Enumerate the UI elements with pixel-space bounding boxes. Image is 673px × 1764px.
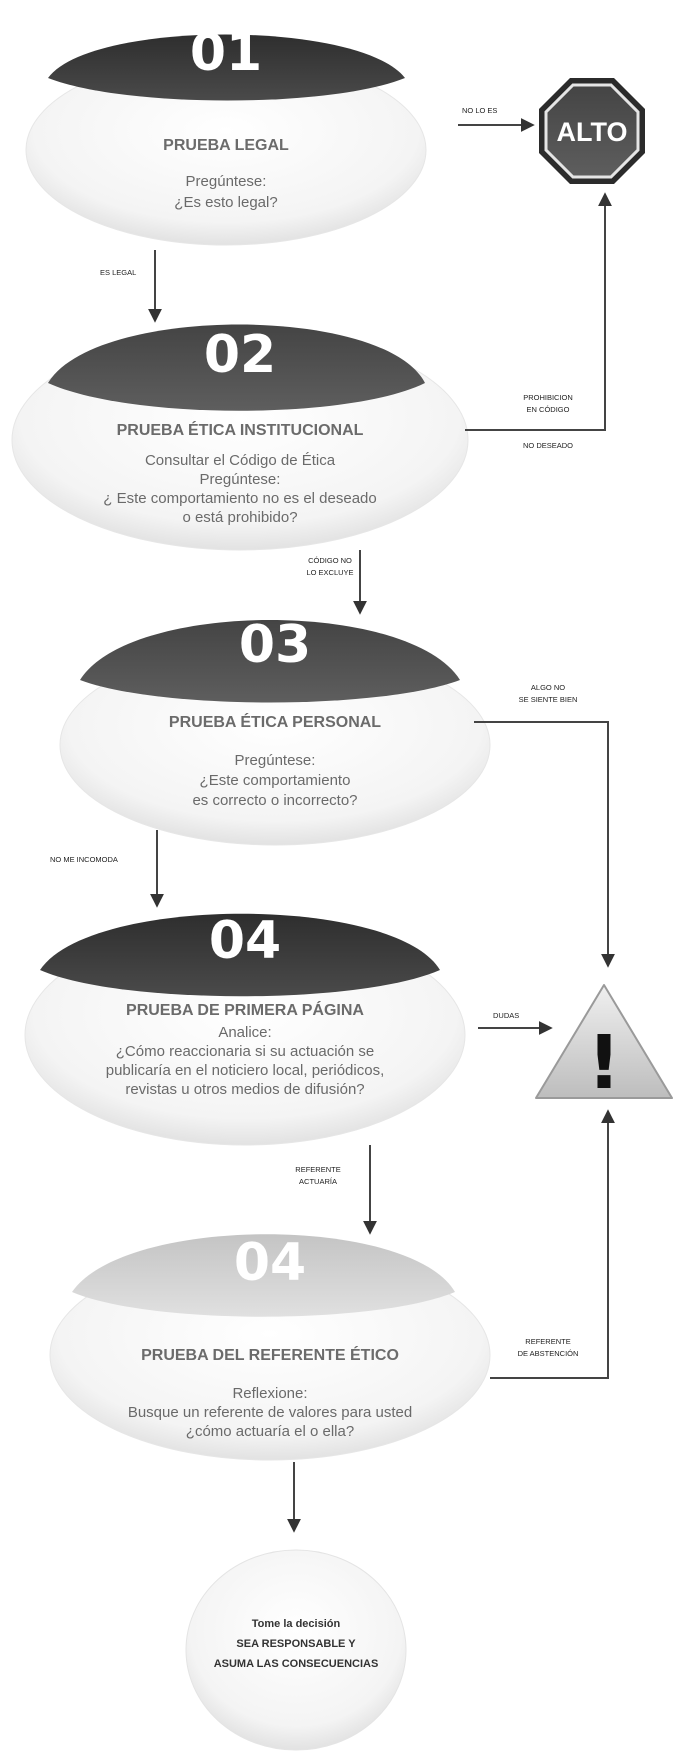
label-no-deseado: NO DESEADO [523,441,573,450]
label-referente-de-abstencion: REFERENTE [525,1337,570,1346]
step-4-title: PRUEBA DE PRIMERA PÁGINA [126,1000,364,1019]
step-2-node: 02 PRUEBA ÉTICA INSTITUCIONAL Consultar … [11,324,469,551]
step-3-cap [80,620,460,703]
label-referente-de-abstencion: DE ABSTENCIÓN [518,1349,579,1358]
arrow-referente-de-abstencion [490,1109,615,1379]
step-1-line: ¿Es esto legal? [174,194,277,211]
step-2-number: 02 [204,325,276,385]
label-prohibicion: PROHIBICION [523,393,573,402]
step-4-line: publicaría en el noticiero local, periód… [106,1062,385,1079]
arrow-prohibicion [465,192,612,431]
warning-sign-icon: ! [535,984,673,1106]
step-2-line: Pregúntese: [200,471,281,488]
label-codigo-no-lo-excluye: LO EXCLUYE [306,568,353,577]
label-algo-no-se-siente-bien: SE SIENTE BIEN [519,695,578,704]
label-codigo-no-lo-excluye: CÓDIGO NO [308,556,352,565]
warning-exclamation: ! [587,1020,621,1106]
final-decision-node: Tome la decisión SEA RESPONSABLE Y ASUMA… [185,1549,407,1751]
step-5-cap [72,1234,455,1317]
step-3-node: 03 PRUEBA ÉTICA PERSONAL Pregúntese: ¿Es… [59,615,491,846]
step-5-line: Busque un referente de valores para uste… [128,1404,412,1421]
step-4-number: 04 [209,911,281,971]
step-5-number: 04 [234,1233,306,1293]
step-5-line: ¿cómo actuaría el o ella? [186,1423,354,1440]
step-4-line: Analice: [218,1024,271,1041]
label-referente-actuaria: REFERENTE [295,1165,340,1174]
step-5-title: PRUEBA DEL REFERENTE ÉTICO [141,1345,399,1364]
step-2-line: Consultar el Código de Ética [145,452,336,469]
step-3-number: 03 [239,615,311,675]
step-1-node: 01 PRUEBA LEGAL Pregúntese: ¿Es esto leg… [25,23,427,246]
final-line: SEA RESPONSABLE Y [236,1638,356,1650]
label-algo-no-se-siente-bien: ALGO NO [531,683,565,692]
step-3-line: Pregúntese: [235,752,316,769]
arrow-algo-no-se-siente-bien [474,721,615,968]
step-1-line: Pregúntese: [186,173,267,190]
step-1-cap [48,34,405,101]
step-2-line: o está prohibido? [182,509,297,526]
step-5-node: 04 PRUEBA DEL REFERENTE ÉTICO Reflexione… [49,1233,491,1461]
label-no-me-incomoda: NO ME INCOMODA [50,855,118,864]
step-4-line: revistas u otros medios de difusión? [125,1081,364,1098]
final-line: ASUMA LAS CONSECUENCIAS [214,1658,379,1670]
step-2-cap [48,324,425,411]
step-1-number: 01 [190,23,262,83]
step-4-node: 04 PRUEBA DE PRIMERA PÁGINA Analice: ¿Có… [24,911,466,1146]
stop-sign-label: ALTO [557,117,628,147]
label-no-lo-es: NO LO ES [462,106,497,115]
step-2-title: PRUEBA ÉTICA INSTITUCIONAL [117,420,364,439]
label-prohibicion: EN CÓDIGO [527,405,570,414]
step-5-line: Reflexione: [232,1385,307,1402]
label-es-legal: ES LEGAL [100,268,136,277]
step-3-line: es correcto o incorrecto? [192,792,357,809]
step-3-line: ¿Este comportamiento [200,772,351,789]
final-line: Tome la decisión [252,1618,341,1630]
stop-sign-icon: ALTO [539,78,645,184]
label-referente-actuaria: ACTUARÍA [299,1177,337,1186]
step-4-cap [40,913,440,997]
step-3-title: PRUEBA ÉTICA PERSONAL [169,712,381,731]
step-2-line: ¿ Este comportamiento no es el deseado [103,490,377,507]
label-dudas: DUDAS [493,1011,519,1020]
step-1-title: PRUEBA LEGAL [163,137,289,154]
step-4-line: ¿Cómo reaccionaria si su actuación se [116,1043,374,1060]
